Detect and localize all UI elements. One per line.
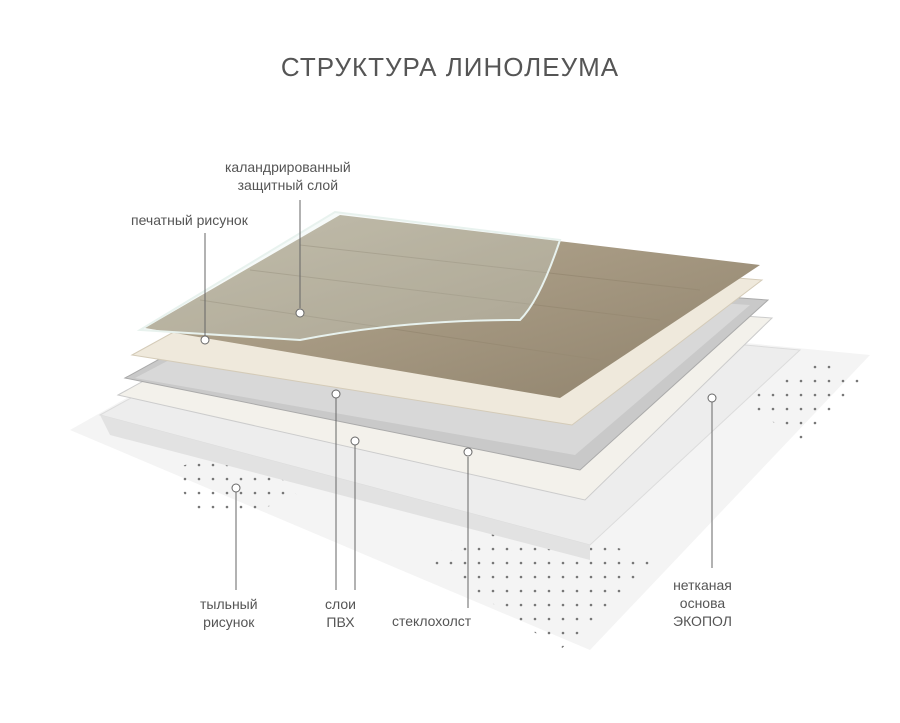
- label-line: ЭКОПОЛ: [673, 613, 732, 629]
- label-line: ПВХ: [326, 614, 355, 630]
- label-line: каландрированный: [225, 159, 351, 175]
- page-title: СТРУКТУРА ЛИНОЛЕУМА: [280, 52, 620, 82]
- wood-print-layer: [145, 215, 760, 398]
- callout-lines: [200, 200, 717, 608]
- label-line: слои: [325, 596, 356, 612]
- label-back-pattern: тыльный рисунок: [200, 595, 258, 631]
- label-fiberglass: стеклохолст: [392, 613, 472, 629]
- label-nonwoven-base: нетканая основа ЭКОПОЛ: [673, 576, 732, 630]
- label-line: рисунок: [203, 614, 255, 630]
- label-print-pattern: печатный рисунок: [131, 212, 248, 228]
- label-calendered-protective-layer: каландрированный защитный слой: [225, 158, 351, 194]
- label-line: основа: [679, 595, 726, 611]
- label-pvc-layers: слои ПВХ: [325, 595, 356, 631]
- label-line: тыльный: [200, 596, 258, 612]
- protective-layer: [136, 210, 562, 342]
- label-line: нетканая: [673, 577, 732, 593]
- label-line: защитный слой: [237, 177, 339, 193]
